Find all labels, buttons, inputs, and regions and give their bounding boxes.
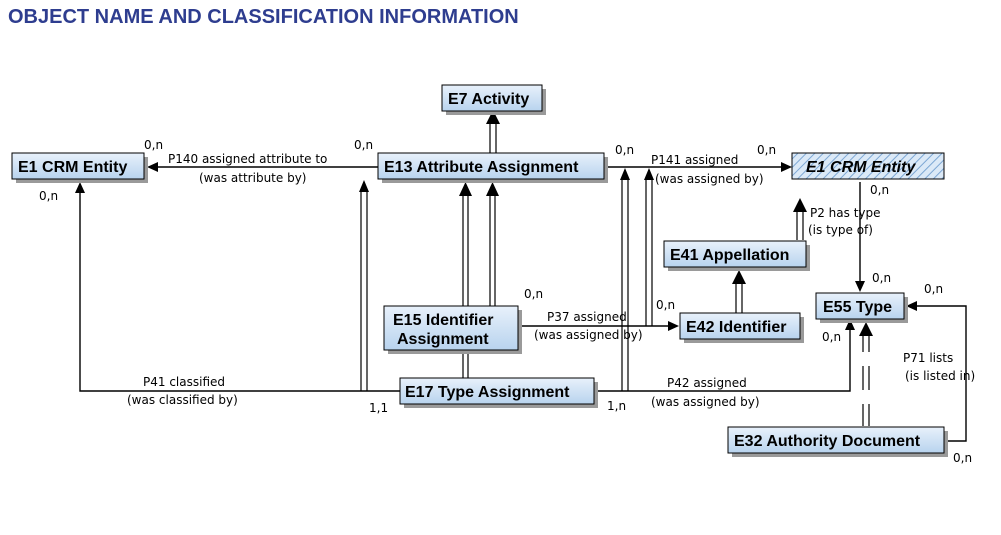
cardinality-p37-right: 0,n [656, 298, 675, 312]
p2-inverse-label: (is type of) [808, 223, 873, 237]
node-e42-identifier[interactable]: E42 Identifier [679, 312, 804, 343]
cardinality-e1-right-below: 0,n [870, 183, 889, 197]
cardinality-e1-left-below: 0,n [39, 189, 58, 203]
p42-connector [597, 319, 855, 392]
p71-inverse-label: (is listed in) [905, 369, 975, 383]
cardinality-p41-e17: 1,1 [369, 401, 388, 415]
node-e32-authority-document[interactable]: E32 Authority Document [727, 426, 948, 457]
e42-isa-e41-connector [732, 270, 746, 313]
node-e17-type-assignment[interactable]: E17 Type Assignment [399, 377, 598, 408]
node-e15-identifier-assignment[interactable]: E15 Identifier Assignment [383, 305, 522, 354]
p42-subproperty-connector [620, 168, 630, 391]
cardinality-p141-right: 0,n [757, 143, 776, 157]
cardinality-e55-left: 0,n [822, 330, 841, 344]
page-title: OBJECT NAME AND CLASSIFICATION INFORMATI… [8, 6, 519, 28]
node-e41-label: E41 Appellation [670, 247, 789, 264]
cardinality-p141-left: 0,n [615, 143, 634, 157]
e41-isa-e1-connector [793, 198, 807, 240]
cardinality-e55-above: 0,n [872, 271, 891, 285]
cardinality-p42-e17: 1,n [607, 399, 626, 413]
p141-label: P141 assigned [651, 153, 738, 167]
p37-inverse-label: (was assigned by) [534, 328, 643, 342]
p2-label: P2 has type [810, 206, 881, 220]
p140-connector [147, 162, 378, 172]
node-e13-label: E13 Attribute Assignment [384, 159, 579, 176]
node-e7-activity[interactable]: E7 Activity [441, 84, 546, 115]
p41-inverse-label: (was classified by) [127, 393, 238, 407]
p37-connector [522, 321, 679, 331]
p37-subproperty-connector [644, 168, 654, 326]
p140-inverse-label: (was attribute by) [199, 171, 306, 185]
p37-label: P37 assigned [547, 310, 627, 324]
node-e15-label-line1: E15 Identifier [393, 312, 493, 329]
node-e1-crm-entity-right[interactable]: E1 CRM Entity [791, 152, 945, 180]
p41-connector [75, 182, 400, 392]
p141-connector [608, 162, 792, 172]
node-e1-crm-entity-left[interactable]: E1 CRM Entity [11, 152, 148, 183]
p71-connector [906, 301, 967, 442]
e32-isa-e55-connector [859, 322, 873, 426]
p42-inverse-label: (was assigned by) [651, 395, 760, 409]
cardinality-p140-right: 0,n [354, 138, 373, 152]
node-e17-label: E17 Type Assignment [405, 384, 570, 401]
e17-isa-e13-connector [486, 182, 499, 306]
e17-e15-link [462, 354, 469, 378]
node-e7-label: E7 Activity [448, 91, 529, 108]
cardinality-p37-top: 0,n [524, 287, 543, 301]
cardinality-e32-right: 0,n [953, 451, 972, 465]
cardinality-e55-right: 0,n [924, 282, 943, 296]
p41-label: P41 classified [143, 375, 225, 389]
p71-label: P71 lists [903, 351, 953, 365]
node-e42-label: E42 Identifier [686, 319, 786, 336]
node-e1-left-label: E1 CRM Entity [18, 159, 127, 176]
p41-subproperty-connector [359, 180, 369, 391]
p2-connector [855, 182, 865, 292]
p141-inverse-label: (was assigned by) [655, 172, 764, 186]
e13-isa-e7-connector [486, 110, 500, 153]
node-e32-label: E32 Authority Document [734, 433, 921, 450]
node-e15-label-line2: Assignment [397, 331, 489, 348]
node-e13-attribute-assignment[interactable]: E13 Attribute Assignment [377, 152, 608, 183]
p42-label: P42 assigned [667, 376, 747, 390]
e15-isa-e13-connector [459, 182, 472, 306]
p140-label: P140 assigned attribute to [168, 152, 327, 166]
node-e1-right-label: E1 CRM Entity [806, 159, 916, 176]
node-e41-appellation[interactable]: E41 Appellation [663, 240, 810, 271]
cardinality-p140-left: 0,n [144, 138, 163, 152]
node-e55-type[interactable]: E55 Type [815, 292, 908, 323]
node-e55-label: E55 Type [823, 299, 892, 316]
